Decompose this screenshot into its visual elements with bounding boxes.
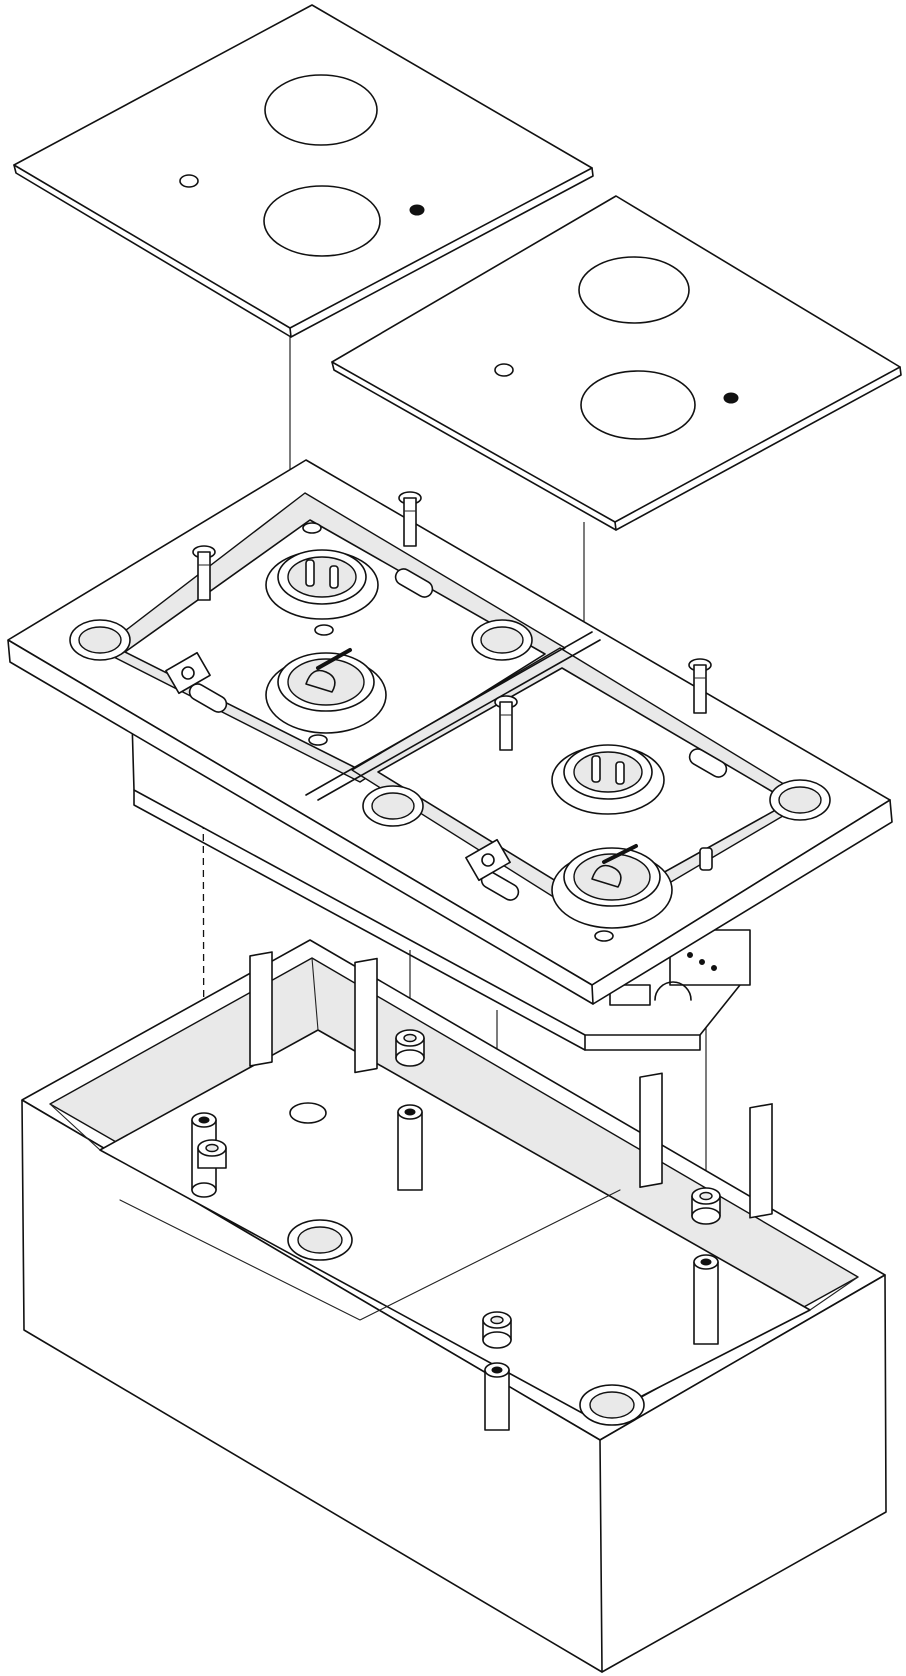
cover-plate-left-pin-hole bbox=[179, 174, 199, 188]
countersunk-screw bbox=[398, 491, 422, 547]
frame-slots bbox=[188, 568, 728, 901]
slot bbox=[688, 748, 728, 778]
cover-plate-left-hole-top bbox=[264, 74, 378, 146]
xlr-connector-left-bottom bbox=[265, 648, 387, 746]
cover-plate-right-hole-bottom bbox=[580, 370, 696, 440]
standoff bbox=[693, 1254, 719, 1345]
frame-mounting-holes bbox=[69, 619, 831, 827]
mounting-hole bbox=[362, 785, 424, 827]
slot bbox=[394, 568, 434, 598]
mounting-hole bbox=[69, 619, 131, 661]
cover-plate-right-pin-hole bbox=[494, 363, 514, 377]
cover-plate-right bbox=[331, 195, 902, 531]
spacer-sleeve bbox=[482, 1311, 512, 1349]
countersunk-screw bbox=[494, 695, 518, 751]
back-box bbox=[21, 939, 887, 1673]
mounting-hole bbox=[471, 619, 533, 661]
cover-plate-left-led-hole bbox=[409, 204, 425, 216]
led-window bbox=[465, 838, 511, 882]
cover-plate-right-led-hole bbox=[723, 392, 739, 404]
led-window bbox=[165, 651, 211, 695]
spacer-sleeve bbox=[691, 1187, 721, 1225]
xlr-connector-right-top bbox=[551, 744, 665, 815]
countersunk-screw bbox=[688, 658, 712, 714]
spacer-sleeve bbox=[197, 1139, 227, 1169]
mounting-hole bbox=[769, 779, 831, 821]
slot bbox=[188, 683, 228, 713]
standoff bbox=[397, 1104, 423, 1191]
cover-plate-left-hole-bottom bbox=[263, 185, 381, 257]
countersunk-screw bbox=[192, 545, 216, 601]
cover-plate-right-hole-top bbox=[578, 256, 690, 324]
cover-plate-left bbox=[13, 4, 594, 338]
standoff bbox=[484, 1362, 510, 1431]
xlr-connector-right-bottom bbox=[551, 844, 713, 942]
xlr-connector-left-top bbox=[265, 522, 379, 636]
spacer-sleeve bbox=[395, 1029, 425, 1067]
